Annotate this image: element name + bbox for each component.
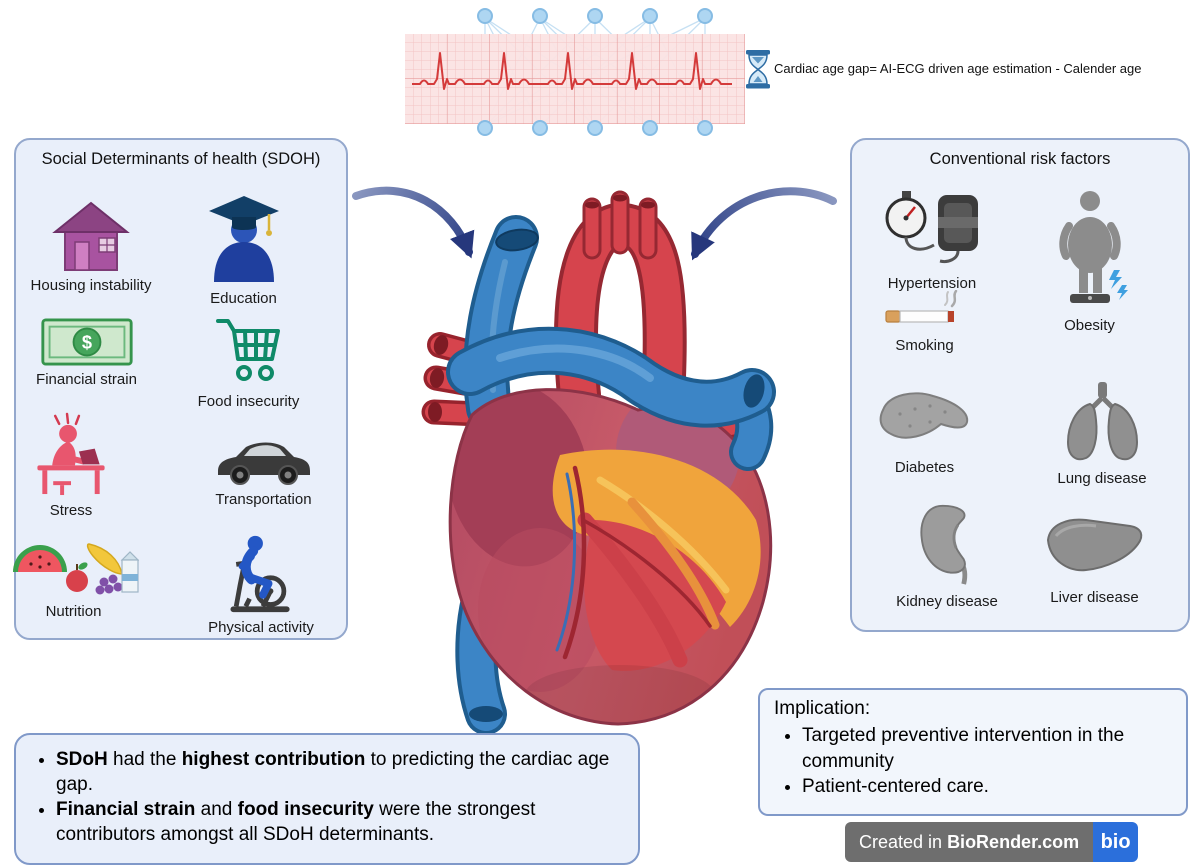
right-arrow	[691, 187, 837, 261]
risk-panel-title: Conventional risk factors	[929, 150, 1111, 168]
hourglass-icon	[746, 50, 770, 89]
graduate-icon	[208, 196, 279, 282]
credit-brand: BioRender.com	[947, 831, 1080, 852]
pancreas-icon	[879, 392, 968, 439]
neural-network-graphic	[484, 17, 706, 127]
implication-bullet-2: Patient-centered care.	[802, 774, 1172, 800]
risk-item-hypertension: Hypertension	[862, 185, 1002, 292]
item-label: Transportation	[215, 491, 312, 508]
left-arrow	[352, 186, 475, 259]
liver-icon	[1046, 518, 1143, 572]
neural-network-nodes	[477, 8, 713, 136]
house-icon	[52, 201, 130, 271]
sdoh-item-nutrition: Nutrition	[12, 536, 139, 620]
biorender-credit: Created in BioRender.com	[845, 822, 1094, 862]
sdoh-item-financial: $ Financial strain	[24, 318, 149, 388]
heart-illustration	[421, 190, 776, 735]
implication-title: Implication:	[774, 698, 871, 719]
findings-box: SDoH had the highest contribution to pre…	[14, 733, 640, 865]
sdoh-item-education: Education	[181, 190, 306, 307]
car-icon	[217, 442, 310, 485]
sdoh-item-food: Food insecurity	[186, 312, 311, 410]
item-label: Diabetes	[894, 459, 955, 476]
kidney-icon	[920, 504, 968, 585]
cigarette-icon	[885, 290, 958, 323]
biorender-badge: Created in BioRender.com bio	[845, 822, 1139, 862]
blood-pressure-icon	[885, 191, 978, 263]
sdoh-item-transportation: Transportation	[196, 436, 331, 508]
item-label: Stress	[49, 502, 93, 519]
item-label: Food insecurity	[197, 393, 300, 410]
item-label: Lung disease	[1057, 470, 1147, 487]
item-label: Physical activity	[208, 619, 314, 636]
risk-item-obesity: Obesity	[1017, 190, 1162, 334]
cyclist-icon	[230, 535, 290, 613]
finding-bullet-2: Financial strain and food insecurity wer…	[56, 797, 626, 847]
finding-bullet-1: SDoH had the highest contribution to pre…	[56, 747, 626, 797]
ecg-strip	[405, 34, 745, 124]
risk-item-liver: Liver disease	[1022, 508, 1167, 606]
sdoh-panel: Social Determinants of health (SDOH) Hou…	[12, 138, 348, 640]
obese-person-icon	[1058, 191, 1128, 303]
risk-panel: Conventional risk factors Hypertension	[850, 138, 1190, 632]
stressed-person-icon	[37, 412, 105, 496]
cardiac-age-gap-caption: Cardiac age gap= AI-ECG driven age estim…	[774, 61, 1142, 76]
biorender-logo: bio	[1093, 822, 1139, 862]
item-label: Smoking	[895, 337, 954, 354]
sdoh-item-stress: Stress	[16, 412, 126, 519]
item-label: Housing instability	[30, 277, 152, 294]
implication-list: Targeted preventive intervention in the …	[774, 723, 1172, 800]
risk-item-diabetes: Diabetes	[857, 382, 992, 476]
sdoh-panel-title: Social Determinants of health (SDOH)	[41, 150, 321, 168]
sdoh-item-housing: Housing instability	[26, 198, 156, 294]
lungs-icon	[1066, 382, 1138, 461]
fruits-icon	[12, 543, 139, 595]
item-label: Liver disease	[1050, 589, 1139, 606]
ecg-trace	[412, 52, 732, 90]
item-label: Kidney disease	[896, 593, 998, 610]
sdoh-item-activity: Physical activity	[191, 532, 331, 636]
implication-bullet-1: Targeted preventive intervention in the …	[802, 723, 1172, 774]
risk-item-kidney: Kidney disease	[877, 500, 1017, 610]
item-label: Nutrition	[45, 603, 102, 620]
money-icon: $	[40, 318, 133, 366]
implication-box: Implication: Targeted preventive interve…	[758, 688, 1188, 816]
risk-item-lung: Lung disease	[1032, 380, 1172, 487]
findings-list: SDoH had the highest contribution to pre…	[32, 747, 626, 847]
dollar-sign: $	[81, 332, 91, 353]
item-label: Obesity	[1064, 317, 1115, 334]
item-label: Hypertension	[887, 275, 977, 292]
shopping-cart-icon	[215, 319, 280, 381]
risk-item-smoking: Smoking	[857, 290, 992, 354]
credit-prefix: Created in	[859, 831, 948, 852]
item-label: Education	[210, 290, 277, 307]
item-label: Financial strain	[36, 371, 137, 388]
